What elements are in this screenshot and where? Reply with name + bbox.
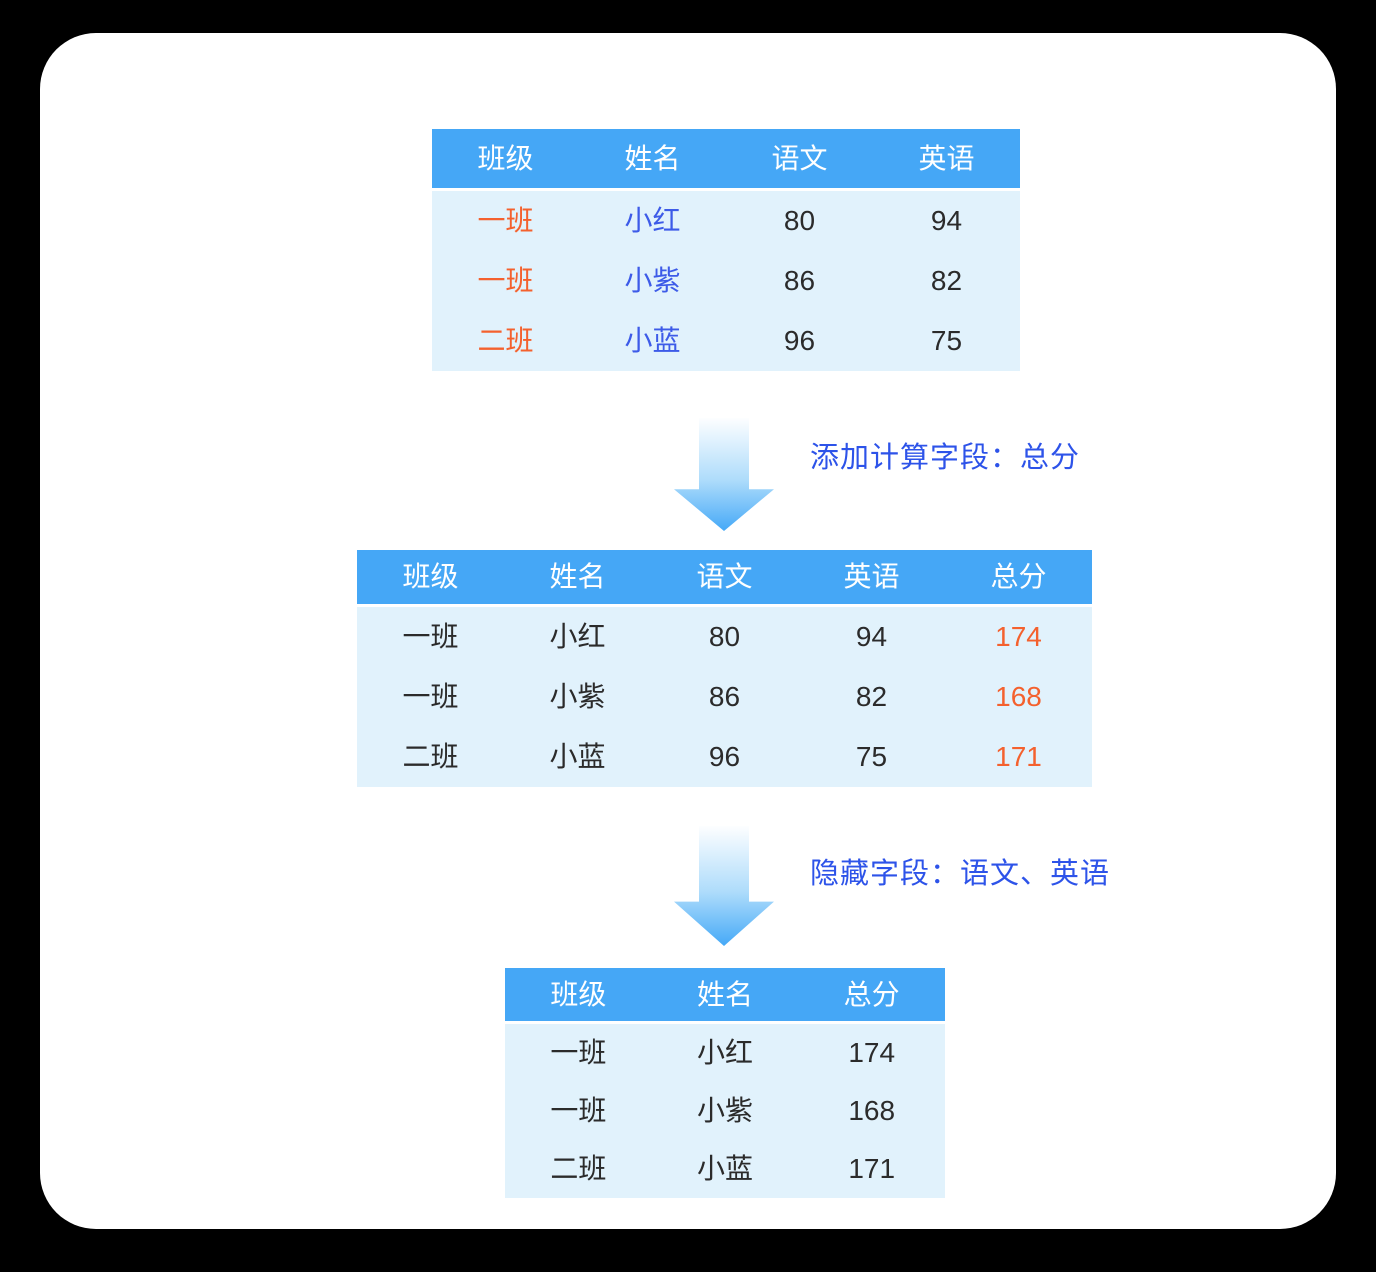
table-row: 二班 小蓝 171: [505, 1140, 945, 1198]
table-header-cell: 英语: [843, 561, 900, 592]
table-cell: 80: [783, 205, 816, 236]
step-down-arrow-icon: [674, 826, 774, 946]
table-row: 二班 小蓝 96 75: [432, 311, 1020, 371]
table-cell: 75: [930, 325, 963, 356]
table-cell: 小红: [624, 205, 681, 236]
table-header-cell: 姓名: [697, 978, 754, 1010]
table-header-row: 班级 姓名 语文 英语 总分: [357, 550, 1092, 604]
table-header-cell: 班级: [477, 142, 534, 174]
table-cell: 86: [708, 681, 741, 712]
table-header-cell: 班级: [402, 561, 459, 592]
table-cell: 168: [995, 681, 1042, 712]
table-cell: 96: [708, 741, 741, 772]
table-header-cell: 姓名: [549, 561, 606, 592]
table-header-cell: 姓名: [624, 142, 681, 174]
table-cell: 174: [995, 621, 1042, 652]
table-cell: 168: [848, 1095, 896, 1126]
table-cell: 一班: [402, 681, 459, 712]
table-header-cell: 总分: [843, 978, 900, 1010]
table-cell: 一班: [477, 205, 534, 236]
table-row: 一班 小红 174: [505, 1024, 945, 1082]
table-cell: 小紫: [624, 265, 681, 296]
table-cell: 一班: [550, 1095, 607, 1126]
table-cell: 小紫: [697, 1095, 754, 1126]
table-header-cell: 语文: [696, 561, 753, 592]
table-cell: 一班: [402, 621, 459, 652]
table-cell: 二班: [402, 741, 459, 772]
table-cell: 一班: [550, 1037, 607, 1068]
table-cell: 80: [708, 621, 741, 652]
table-row: 一班 小紫 86 82: [432, 251, 1020, 311]
table-cell: 小红: [697, 1037, 754, 1068]
table-cell: 一班: [477, 265, 534, 296]
table-row: 一班 小紫 86 82 168: [357, 667, 1092, 727]
step-label-hide-fields: 隐藏字段：语文、英语: [810, 858, 1111, 890]
table-row: 一班 小红 80 94: [432, 191, 1020, 251]
table-cell: 二班: [477, 325, 534, 356]
table-cell: 小蓝: [549, 741, 606, 772]
table-header-cell: 班级: [550, 978, 607, 1010]
table-row: 一班 小红 80 94 174: [357, 607, 1092, 667]
table-cell: 小红: [549, 621, 606, 652]
table-header-cell: 语文: [771, 142, 828, 174]
table-cell: 96: [783, 325, 816, 356]
table-header-row: 班级 姓名 语文 英语: [432, 129, 1020, 188]
table-cell: 小蓝: [624, 325, 681, 356]
step-label-add-calculated-field: 添加计算字段：总分: [810, 442, 1081, 474]
table-header-cell: 英语: [918, 142, 975, 174]
table-cell: 171: [848, 1153, 896, 1184]
table-cell: 75: [855, 741, 888, 772]
table-cell: 94: [855, 621, 888, 652]
step-down-arrow-icon: [674, 418, 774, 531]
table-cell: 94: [930, 205, 963, 236]
table-cell: 82: [930, 265, 963, 296]
table-cell: 86: [783, 265, 816, 296]
table-cell: 171: [995, 741, 1042, 772]
table-header-cell: 总分: [990, 561, 1047, 592]
table-cell: 小蓝: [697, 1153, 754, 1184]
table-cell: 82: [855, 681, 888, 712]
table-row: 二班 小蓝 96 75 171: [357, 727, 1092, 787]
table-cell: 二班: [550, 1153, 607, 1184]
table-cell: 174: [848, 1037, 896, 1068]
table-header-row: 班级 姓名 总分: [505, 968, 945, 1021]
table-row: 一班 小紫 168: [505, 1082, 945, 1140]
table-cell: 小紫: [549, 681, 606, 712]
